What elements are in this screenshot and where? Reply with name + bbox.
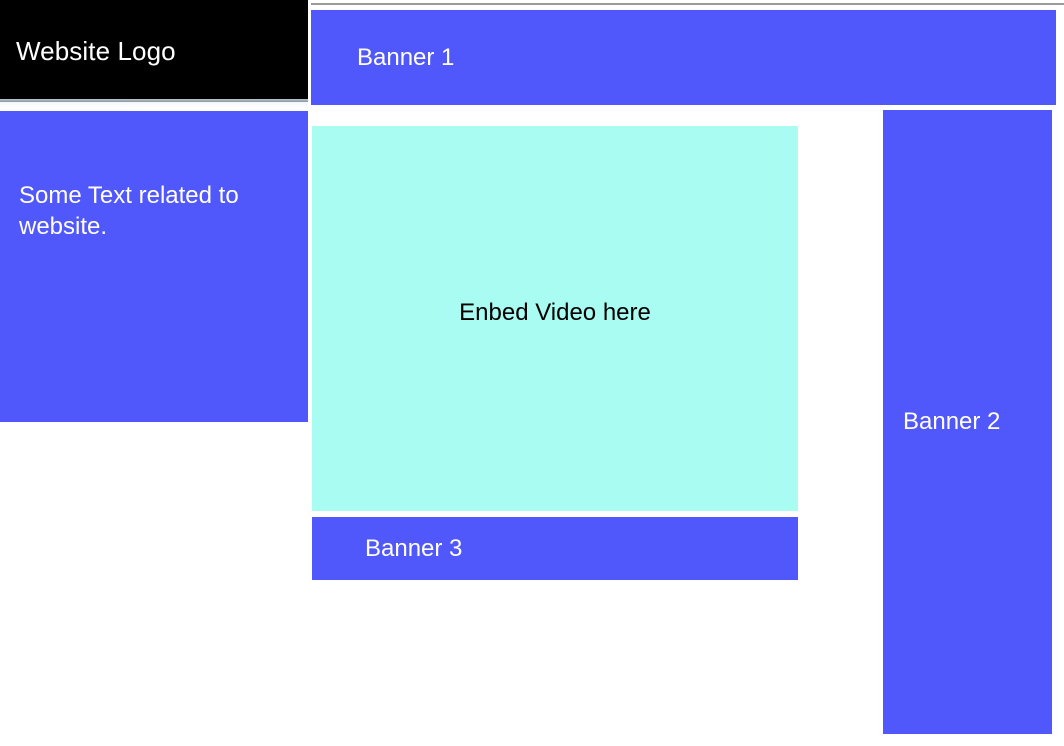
- website-logo-block[interactable]: Website Logo: [0, 0, 308, 102]
- banner-2-label: Banner 2: [903, 408, 1001, 436]
- banner-3-block[interactable]: Banner 3: [312, 517, 798, 580]
- top-divider-rule: [311, 3, 1064, 5]
- banner-2-block[interactable]: Banner 2: [883, 110, 1052, 734]
- video-embed-label: Enbed Video here: [459, 298, 651, 326]
- website-logo-label: Website Logo: [16, 35, 176, 66]
- side-text-panel-label: Some Text related to website.: [19, 182, 239, 240]
- banner-1-label: Banner 1: [357, 43, 455, 71]
- video-embed-placeholder[interactable]: Enbed Video here: [312, 126, 798, 511]
- side-text-panel[interactable]: Some Text related to website.: [0, 111, 308, 422]
- banner-3-label: Banner 3: [365, 534, 463, 562]
- banner-1-block[interactable]: Banner 1: [311, 10, 1056, 105]
